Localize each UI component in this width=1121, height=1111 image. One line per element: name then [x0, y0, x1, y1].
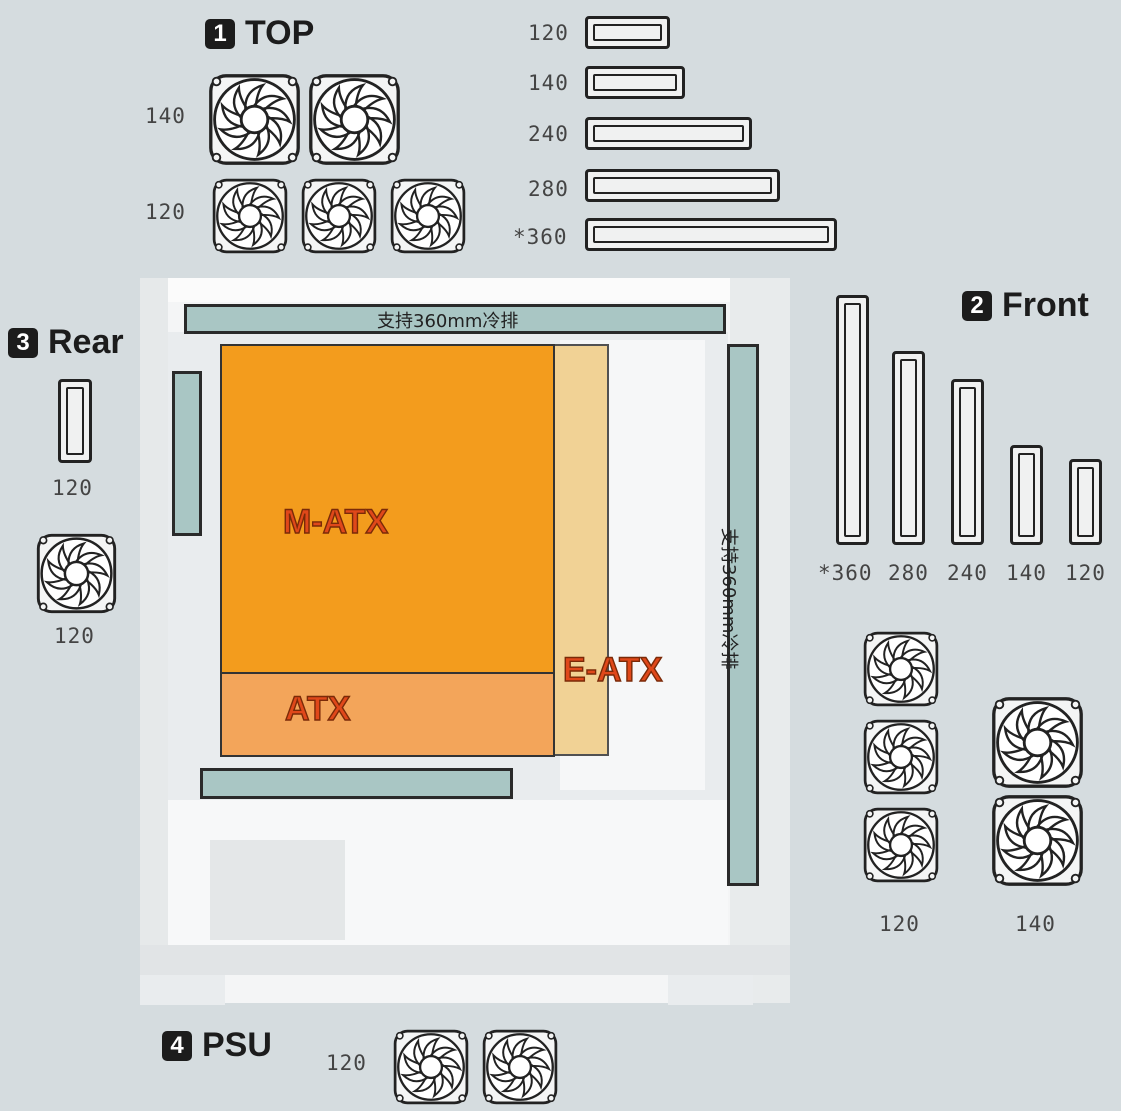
- top-radiator-240-icon: [585, 117, 752, 150]
- atx-board-area: [220, 672, 555, 757]
- front-radiator-360-icon: [836, 295, 869, 545]
- front-fan-120-1-icon: [862, 630, 940, 708]
- top-radiator-caption: 支持360mm冷排: [377, 311, 519, 332]
- case-foot-front: [668, 975, 753, 1005]
- front-fan-120-2-icon: [862, 718, 940, 796]
- front-section-title: 2 Front: [962, 286, 1089, 325]
- psu-section-title: 4 PSU: [162, 1026, 272, 1065]
- top-rad-240-label: 240: [528, 122, 569, 146]
- section-number-badge: 4: [162, 1030, 192, 1061]
- front-radiator-120-icon: [1069, 459, 1102, 545]
- psu-fan-120-label: 120: [326, 1051, 367, 1075]
- rear-rad-120-label: 120: [52, 476, 93, 500]
- psu-fan-120-1-icon: [392, 1028, 470, 1106]
- front-fan-120-label: 120: [879, 912, 920, 936]
- rear-radiator-mount: [172, 371, 202, 536]
- eatx-label: E-ATX: [562, 650, 663, 689]
- front-rad-140-label: 140: [1006, 561, 1047, 585]
- matx-label: M-ATX: [282, 502, 389, 541]
- front-radiator-mount: [727, 344, 759, 886]
- top-radiator-280-icon: [585, 169, 780, 202]
- rear-fan-120-icon: [35, 532, 118, 615]
- top-fan-120-2-icon: [300, 177, 378, 255]
- section-number-badge: 1: [205, 18, 235, 49]
- top-section-title: 1 TOP: [205, 14, 314, 53]
- case-rear-wall: [140, 278, 168, 1003]
- section-title-text: Front: [1002, 286, 1089, 324]
- top-radiator-120-icon: [585, 16, 670, 49]
- psu-fan-120-2-icon: [481, 1028, 559, 1106]
- front-radiator-caption: 支持360mm冷排: [718, 528, 739, 670]
- front-fan-140-2-icon: [990, 793, 1085, 888]
- front-fan-140-label: 140: [1015, 912, 1056, 936]
- top-fan-140-label: 140: [145, 104, 186, 128]
- front-rad-120-label: 120: [1065, 561, 1106, 585]
- front-fan-140-1-icon: [990, 695, 1085, 790]
- top-fan-120-3-icon: [389, 177, 467, 255]
- front-rad-280-label: 280: [888, 561, 929, 585]
- section-title-text: Rear: [48, 323, 124, 361]
- psu-bay: [210, 840, 345, 940]
- top-radiator-140-icon: [585, 66, 685, 99]
- top-fan-140-1-icon: [207, 72, 302, 167]
- rear-fan-120-label: 120: [54, 624, 95, 648]
- top-rad-280-label: 280: [528, 177, 569, 201]
- section-title-text: TOP: [245, 14, 315, 52]
- top-rad-140-label: 140: [528, 71, 569, 95]
- front-radiator-280-icon: [892, 351, 925, 545]
- front-rad-240-label: 240: [947, 561, 988, 585]
- rear-radiator-120-icon: [58, 379, 92, 463]
- section-title-text: PSU: [202, 1026, 272, 1064]
- eatx-board-area: [553, 344, 609, 756]
- section-number-badge: 2: [962, 290, 992, 321]
- bottom-radiator-mount: [200, 768, 513, 799]
- case-foot-rear: [140, 975, 225, 1005]
- front-radiator-140-icon: [1010, 445, 1043, 545]
- case-bottom-rail: [140, 945, 790, 975]
- top-rad-120-label: 120: [528, 21, 569, 45]
- top-fan-140-2-icon: [307, 72, 402, 167]
- section-number-badge: 3: [8, 327, 38, 358]
- top-radiator-360-icon: [585, 218, 837, 251]
- rear-section-title: 3 Rear: [8, 323, 124, 362]
- case-top-rail: [140, 278, 790, 302]
- atx-label: ATX: [284, 689, 351, 728]
- front-fan-120-3-icon: [862, 806, 940, 884]
- top-radiator-mount: [184, 304, 726, 334]
- top-rad-360-label: *360: [513, 225, 568, 249]
- top-fan-120-1-icon: [211, 177, 289, 255]
- front-rad-360-label: *360: [818, 561, 873, 585]
- top-fan-120-label: 120: [145, 200, 186, 224]
- front-radiator-240-icon: [951, 379, 984, 545]
